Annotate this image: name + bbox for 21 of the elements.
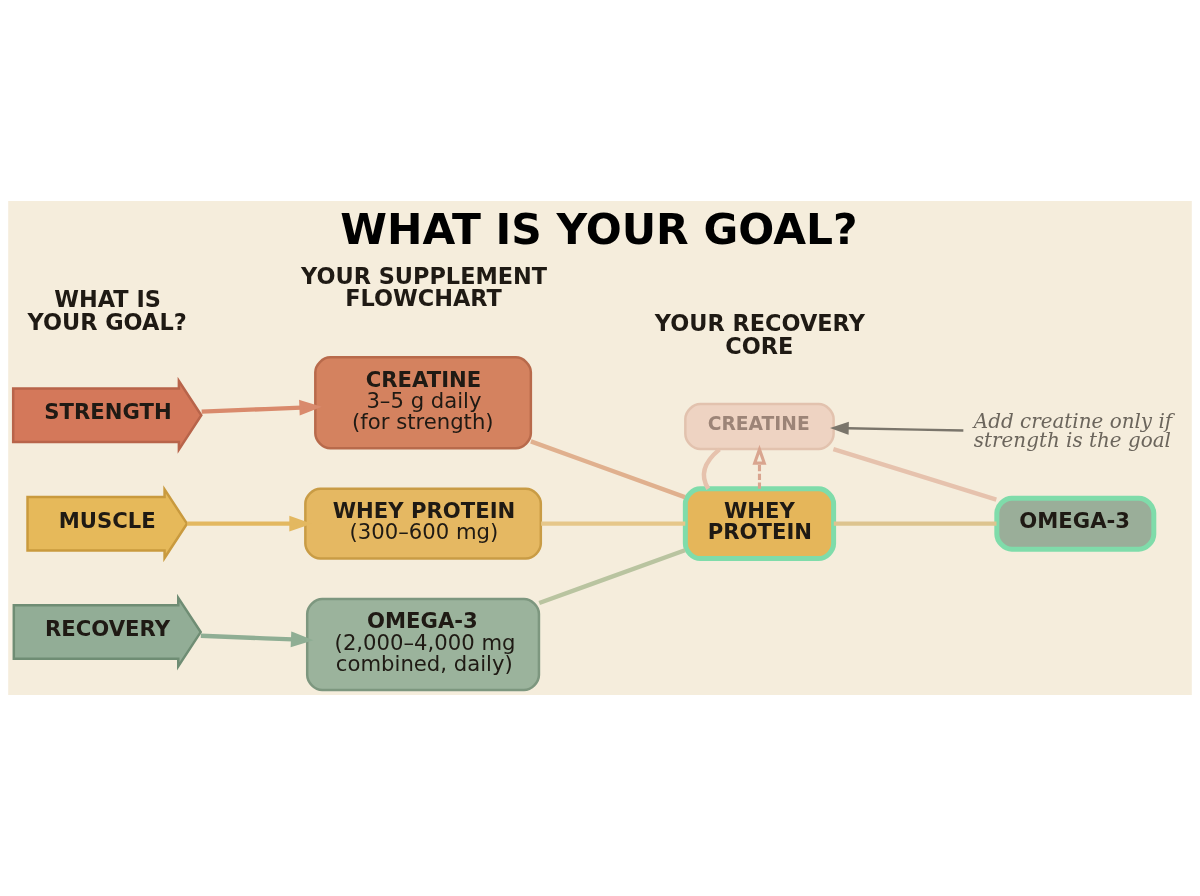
connector xyxy=(538,548,686,605)
node-box: CREATINE 3–5 g daily (for strength) xyxy=(314,356,533,450)
label: YOUR RECOVERY CORE xyxy=(654,310,865,359)
node-box: WHEY PROTEIN (300–600 mg) xyxy=(304,487,543,560)
node-box: CREATINE xyxy=(684,402,835,451)
arrow xyxy=(201,399,322,416)
arrow xyxy=(200,631,314,648)
node-box: OMEGA-3 xyxy=(994,495,1157,552)
label: YOUR SUPPLEMENT FLOWCHART xyxy=(300,262,548,312)
diagram-title: WHAT IS YOUR GOAL? xyxy=(340,204,858,254)
connector xyxy=(701,447,721,490)
connector xyxy=(541,521,686,526)
node-box: WHEY PROTEIN xyxy=(682,486,837,562)
connector xyxy=(530,439,686,500)
connector xyxy=(833,521,997,526)
node-text: Add creatine only if strength is the goal xyxy=(973,409,1173,453)
arrow xyxy=(752,444,767,489)
arrow xyxy=(830,421,964,435)
connector xyxy=(832,446,997,502)
node-box: OMEGA-3 (2,000–4,000 mg combined, daily) xyxy=(305,597,541,692)
label: WHAT IS YOUR GOAL? xyxy=(27,286,187,335)
